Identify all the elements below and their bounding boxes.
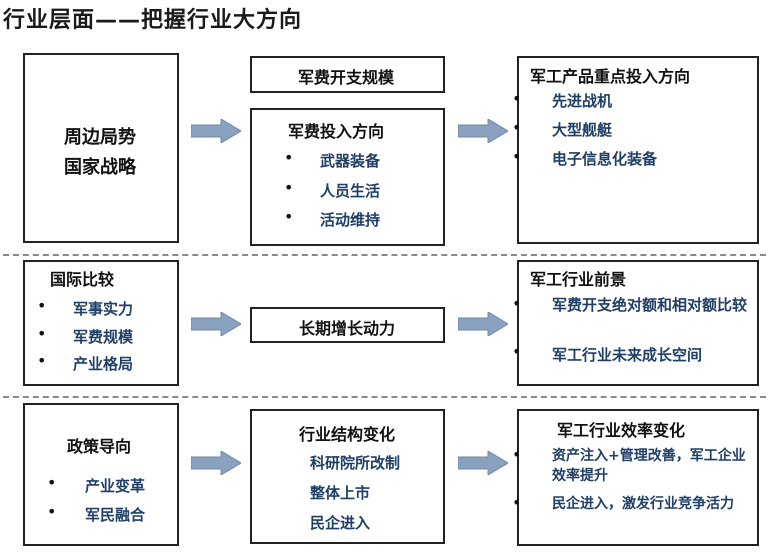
box-row1-mid-top: 军费开支规模 bbox=[250, 56, 445, 93]
row1-right-bullet-3: • bbox=[512, 147, 522, 166]
row2-left-bullet-2: • bbox=[37, 324, 47, 343]
row2-right-item-2: 军工行业未来成长空间 bbox=[552, 346, 703, 364]
row1-mid-item-1: 武器装备 bbox=[320, 152, 381, 170]
row1-right-item-3: 电子信息化装备 bbox=[552, 150, 658, 168]
row2-left-item-3: 产业格局 bbox=[73, 355, 134, 373]
row1-mid-title: 军费投入方向 bbox=[288, 122, 385, 141]
row1-mid-item-3: 活动维持 bbox=[320, 211, 381, 229]
row3-left-item-2: 军民融合 bbox=[85, 506, 146, 524]
row1-mid-bullet-2: • bbox=[284, 178, 294, 197]
box-row2-left: 国际比较 • 军事实力 • 军费规模 • 产业格局 bbox=[23, 260, 179, 386]
row2-right-bullet-1: • bbox=[512, 294, 522, 313]
row1-right-item-2: 大型舰艇 bbox=[552, 121, 613, 139]
row2-right-title: 军工行业前景 bbox=[530, 270, 627, 289]
box-row1-right: 军工产品重点投入方向 • 先进战机 • 大型舰艇 • 电子信息化装备 bbox=[512, 56, 759, 244]
row1-mid-item-2: 人员生活 bbox=[320, 182, 381, 200]
box-row3-left: 政策导向 • 产业变革 • 军民融合 bbox=[23, 403, 179, 546]
row2-left-item-2: 军费规模 bbox=[73, 328, 134, 346]
box-row3-right: 军工行业效率变化 • 资产注入+管理改善，军工企业效率提升 • 民企进入，激发行… bbox=[512, 409, 759, 546]
row1-right-title: 军工产品重点投入方向 bbox=[530, 67, 691, 86]
row2-left-bullet-3: • bbox=[37, 351, 47, 370]
arrow-row2-b bbox=[458, 312, 508, 336]
arrow-row1-a bbox=[191, 119, 241, 143]
row1-left-line-1: 周边局势 bbox=[64, 127, 136, 148]
row3-right-bullet-2: • bbox=[512, 493, 522, 512]
row2-mid-title: 长期增长动力 bbox=[299, 319, 396, 338]
row3-right-bullet-1: • bbox=[512, 445, 522, 464]
row1-right-item-1: 先进战机 bbox=[552, 92, 613, 110]
row3-right-item-1: 资产注入+管理改善，军工企业效率提升 bbox=[552, 448, 746, 484]
row3-mid-title: 行业结构变化 bbox=[299, 425, 396, 444]
row2-right-item-1: 军费开支绝对额和相对额比较 bbox=[552, 296, 748, 314]
box-row2-mid: 长期增长动力 bbox=[250, 307, 445, 343]
box-row2-right: 军工行业前景 • 军费开支绝对额和相对额比较 • 军工行业未来成长空间 bbox=[512, 260, 759, 386]
row2-left-title: 国际比较 bbox=[50, 270, 115, 289]
row3-mid-item-3: 民企进入 bbox=[310, 514, 371, 532]
box-row1-left: 周边局势 国家战略 bbox=[23, 53, 179, 243]
row3-left-bullet-2: • bbox=[47, 502, 57, 521]
arrow-row3-b bbox=[458, 451, 508, 475]
row3-left-title: 政策导向 bbox=[67, 437, 132, 456]
row3-right-item-2: 民企进入，激发行业竞争活力 bbox=[552, 496, 734, 512]
row3-left-item-1: 产业变革 bbox=[85, 477, 146, 495]
row1-mid-bullet-1: • bbox=[284, 148, 294, 167]
row2-left-bullet-1: • bbox=[37, 296, 47, 315]
divider-1 bbox=[3, 254, 766, 256]
row1-mid-top-label: 军费开支规模 bbox=[298, 68, 395, 87]
row1-mid-bullet-3: • bbox=[284, 207, 294, 226]
arrow-row2-a bbox=[191, 312, 241, 336]
row3-left-bullet-1: • bbox=[47, 473, 57, 492]
box-row1-mid: 军费投入方向 • 武器装备 • 人员生活 • 活动维持 bbox=[250, 108, 445, 246]
row1-left-line-2: 国家战略 bbox=[64, 157, 136, 178]
row3-mid-item-1: 科研院所改制 bbox=[310, 454, 401, 472]
row2-left-item-1: 军事实力 bbox=[73, 300, 134, 318]
page-title: 行业层面——把握行业大方向 bbox=[3, 8, 303, 33]
row3-right-title: 军工行业效率变化 bbox=[557, 421, 686, 440]
row1-right-bullet-1: • bbox=[512, 89, 522, 108]
arrow-row3-a bbox=[191, 451, 241, 475]
row2-right-bullet-2: • bbox=[512, 342, 522, 361]
row1-right-bullet-2: • bbox=[512, 118, 522, 137]
arrow-row1-b bbox=[458, 119, 508, 143]
divider-2 bbox=[3, 396, 766, 398]
row3-mid-item-2: 整体上市 bbox=[310, 484, 371, 502]
box-row3-mid: 行业结构变化 科研院所改制 整体上市 民企进入 bbox=[250, 409, 445, 544]
